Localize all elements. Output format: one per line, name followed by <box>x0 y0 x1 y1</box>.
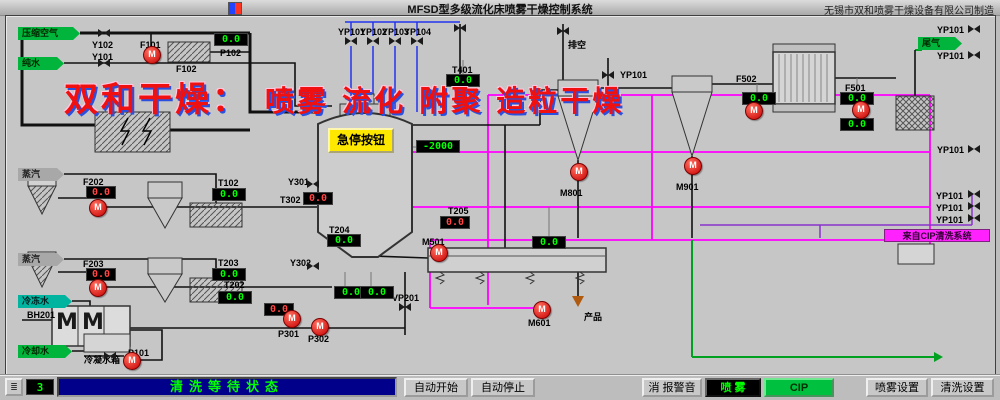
valve-icon[interactable] <box>98 28 110 38</box>
valve-icon[interactable] <box>968 213 980 223</box>
valve-icon[interactable] <box>557 26 569 36</box>
tag-label: M601 <box>528 318 551 328</box>
motor-icon[interactable]: M <box>82 310 104 335</box>
valve-icon[interactable] <box>968 189 980 199</box>
valve-icon[interactable] <box>411 36 423 46</box>
motor-icon[interactable]: M <box>89 199 107 217</box>
valve-icon[interactable] <box>454 23 466 33</box>
valve-icon[interactable] <box>968 24 980 34</box>
motor-icon[interactable]: M <box>684 157 702 175</box>
value-display: 0.0 <box>86 186 116 199</box>
valve-icon[interactable] <box>345 36 357 46</box>
flow-label: 压缩空气 <box>18 27 80 40</box>
valve-icon[interactable] <box>367 36 379 46</box>
valve-icon[interactable] <box>968 50 980 60</box>
flow-label: 尾气 <box>918 37 962 50</box>
valve-icon[interactable] <box>968 144 980 154</box>
watermark-slogan: 喷雾 流化 附聚 造粒干燥 <box>265 84 625 118</box>
valve-icon[interactable] <box>307 261 319 271</box>
flow-label: 来自CIP清洗系统 <box>884 229 990 242</box>
watermark: 双和干燥： 喷雾 流化 附聚 造粒干燥 <box>64 72 624 121</box>
tag-label: YP101 <box>937 25 965 35</box>
valve-icon[interactable] <box>104 351 116 361</box>
value-display: 0.0 <box>212 268 246 281</box>
clean-settings-button[interactable]: 清洗设置 <box>931 378 994 397</box>
title-icon <box>228 2 242 15</box>
tag-label: T302 <box>280 195 301 205</box>
value-display: 0.0 <box>360 286 394 299</box>
tag-label: M901 <box>676 182 699 192</box>
tag-label: YP101 <box>937 51 965 61</box>
window-title: MFSD型多级流化床喷雾干燥控制系统 <box>407 4 593 16</box>
tag-label: M801 <box>560 188 583 198</box>
value-display: 0.0 <box>327 234 361 247</box>
spray-settings-button[interactable]: 喷雾设置 <box>866 378 928 397</box>
tag-label: 产品 <box>584 312 603 322</box>
value-display: 0.0 <box>532 236 566 249</box>
motor-icon[interactable]: M <box>533 301 551 319</box>
auto-start-button[interactable]: 自动开始 <box>404 378 468 397</box>
motor-icon[interactable]: M <box>311 318 329 336</box>
tag-label: T202 <box>224 280 245 290</box>
flow-label: 冷却水 <box>18 345 72 358</box>
motor-icon[interactable]: M <box>570 163 588 181</box>
motor-icon[interactable]: M <box>852 101 870 119</box>
status-bar: 清洗等待状态 <box>57 377 397 397</box>
flow-label: 蒸汽 <box>18 253 64 266</box>
motor-icon[interactable]: M <box>123 352 141 370</box>
motor-icon[interactable]: M <box>745 102 763 120</box>
value-display: 0.0 <box>218 291 252 304</box>
tag-label: YP101 <box>936 203 964 213</box>
tag-label: YP101 <box>936 191 964 201</box>
spray-button[interactable]: 喷 雾 <box>705 378 761 397</box>
tag-label: YP101 <box>937 145 965 155</box>
tag-label: YP101 <box>936 215 964 225</box>
tag-label: T205 <box>448 206 469 216</box>
valve-icon[interactable] <box>307 179 319 189</box>
tag-label: Y301 <box>288 177 310 187</box>
cip-button[interactable]: CIP <box>764 378 834 397</box>
flow-label: 冷冻水 <box>18 295 72 308</box>
tag-label: T102 <box>218 178 239 188</box>
step-counter-display: 3 <box>26 379 54 395</box>
title-bar: MFSD型多级流化床喷雾干燥控制系统 无锡市双和喷雾干燥设备有限公司制造 <box>0 0 1000 17</box>
mute-alarm-button[interactable]: 消 报警音 <box>642 378 702 397</box>
valve-icon[interactable] <box>389 36 401 46</box>
emergency-stop-button[interactable]: 急停按钮 <box>328 128 394 153</box>
tag-label: Y102 <box>92 40 114 50</box>
motor-icon[interactable]: M <box>430 244 448 262</box>
valve-icon[interactable] <box>399 302 411 312</box>
value-display: 0.0 <box>303 192 333 205</box>
valve-icon[interactable] <box>98 58 110 68</box>
value-display: 0.0 <box>840 118 874 131</box>
tag-label: 排空 <box>568 40 587 50</box>
value-display: 0.0 <box>212 188 246 201</box>
valve-icon[interactable] <box>968 201 980 211</box>
value-display: -2000 <box>416 140 460 153</box>
motor-icon[interactable]: M <box>143 46 161 64</box>
tag-label: BH201 <box>27 310 56 320</box>
watermark-brand: 双和干燥： <box>64 80 249 120</box>
tag-label: P301 <box>278 329 300 339</box>
value-display: 0.0 <box>440 216 470 229</box>
tag-label: F502 <box>736 74 757 84</box>
flow-label: 蒸汽 <box>18 168 64 181</box>
tag-label: T203 <box>218 258 239 268</box>
panel-icon-button[interactable]: ≣ <box>5 378 23 396</box>
motor-icon[interactable]: M <box>283 310 301 328</box>
value-display: 0.0 <box>214 33 248 46</box>
motor-icon[interactable]: M <box>89 279 107 297</box>
company-name: 无锡市双和喷雾干燥设备有限公司制造 <box>824 6 994 17</box>
flow-label: 纯水 <box>18 57 64 70</box>
motor-icon[interactable]: M <box>56 310 78 335</box>
tag-label: P102 <box>220 48 242 58</box>
auto-stop-button[interactable]: 自动停止 <box>471 378 535 397</box>
